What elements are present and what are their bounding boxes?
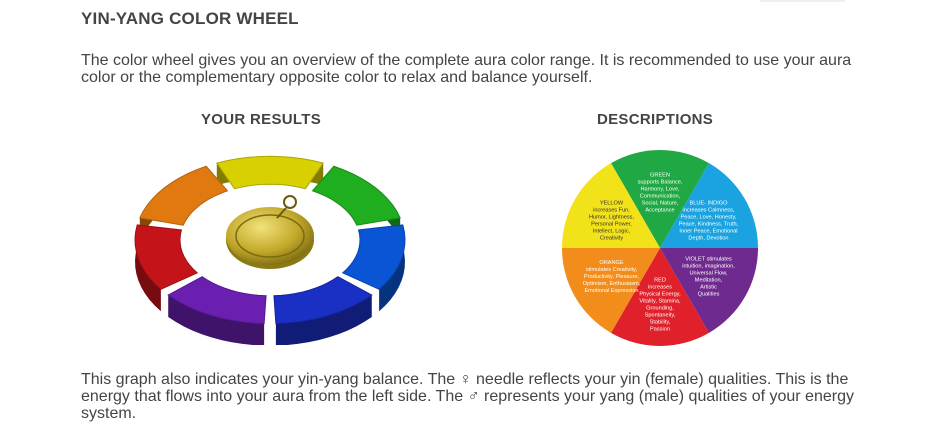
ring-segment-yellow bbox=[215, 155, 325, 190]
descriptions-heading: DESCRIPTIONS bbox=[597, 111, 714, 128]
wheel-slice-5 bbox=[562, 163, 660, 248]
ring-segment-orange bbox=[139, 165, 229, 240]
ring-segment-violet bbox=[167, 276, 267, 345]
wheel-slice-2 bbox=[660, 248, 758, 333]
results-heading: YOUR RESULTS bbox=[201, 111, 321, 128]
wheel-slice-0 bbox=[611, 150, 709, 248]
needle-medallion bbox=[226, 195, 314, 269]
outro-text: This graph also indicates your yin-yang … bbox=[81, 371, 854, 422]
ring-segment-red bbox=[134, 224, 199, 312]
intro-text: The color wheel gives you an overview of… bbox=[81, 52, 852, 86]
wheel-slice-4 bbox=[562, 248, 660, 333]
female-symbol-icon bbox=[283, 195, 297, 209]
top-divider bbox=[760, 0, 845, 2]
ring-segment-blue bbox=[341, 224, 406, 312]
wheel-slice-3 bbox=[611, 248, 709, 346]
aura-ring-chart bbox=[134, 155, 406, 345]
page-title: YIN-YANG COLOR WHEEL bbox=[81, 9, 299, 28]
wheel-slice-1 bbox=[660, 163, 758, 248]
ring-segment-indigo bbox=[273, 276, 373, 345]
ring-segment-green bbox=[311, 165, 401, 240]
